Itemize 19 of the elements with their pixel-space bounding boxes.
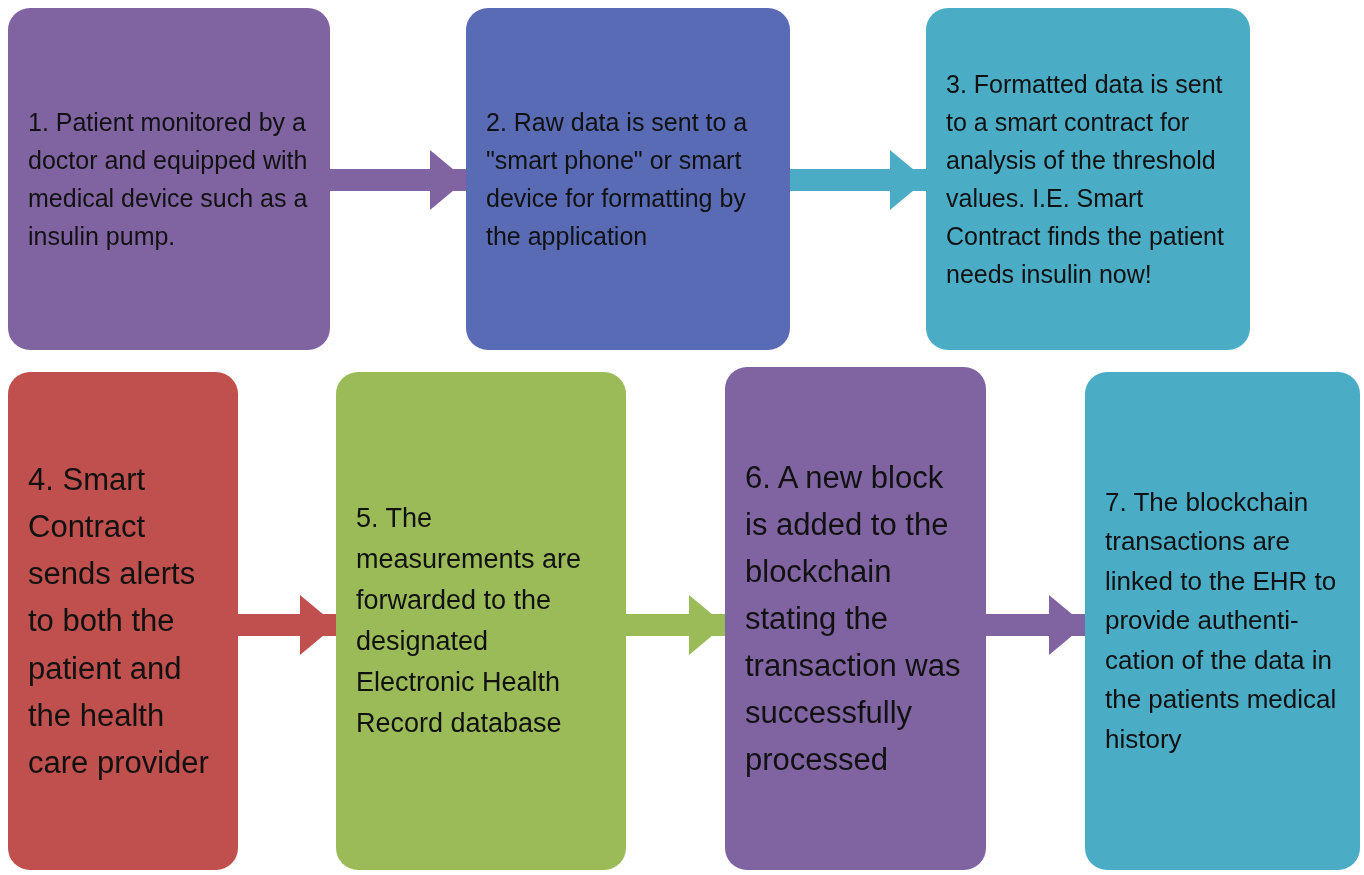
step-text: 4. Smart Contract sends alerts to both the patient and the health care provider [28, 461, 210, 782]
step-text: 1. Patient monitored by a doctor and equipped with medical device such as a insulin pump. [28, 107, 308, 252]
process-box [725, 367, 986, 870]
arrow [330, 150, 466, 210]
process-box [336, 372, 626, 870]
step-text: 3. Formatted data is sent to a smart contract for analysis of the threshold values. I.E. Smart Contract finds the patient needs insulin now! [946, 69, 1225, 290]
process-box [466, 8, 790, 350]
step-text: 6. A new block is added to the blockchain stating the transaction was successfully processed [745, 458, 962, 780]
process-box [926, 8, 1250, 350]
process-box [8, 372, 238, 870]
arrow [790, 150, 926, 210]
arrow [626, 595, 725, 655]
step-text: 7. The blockchain transactions are linked to the EHR to provide authenti-cation of the data in the patients medical history [1105, 485, 1338, 756]
process-box [8, 8, 330, 350]
step-text: 2. Raw data is sent to a "smart phone" or smart device for formatting by the application [486, 107, 749, 252]
arrow [238, 595, 336, 655]
process-box [1085, 372, 1360, 870]
arrow [986, 595, 1085, 655]
step-text: 5. The measurements are forwarded to the designated Electronic Health Record database [356, 501, 583, 741]
